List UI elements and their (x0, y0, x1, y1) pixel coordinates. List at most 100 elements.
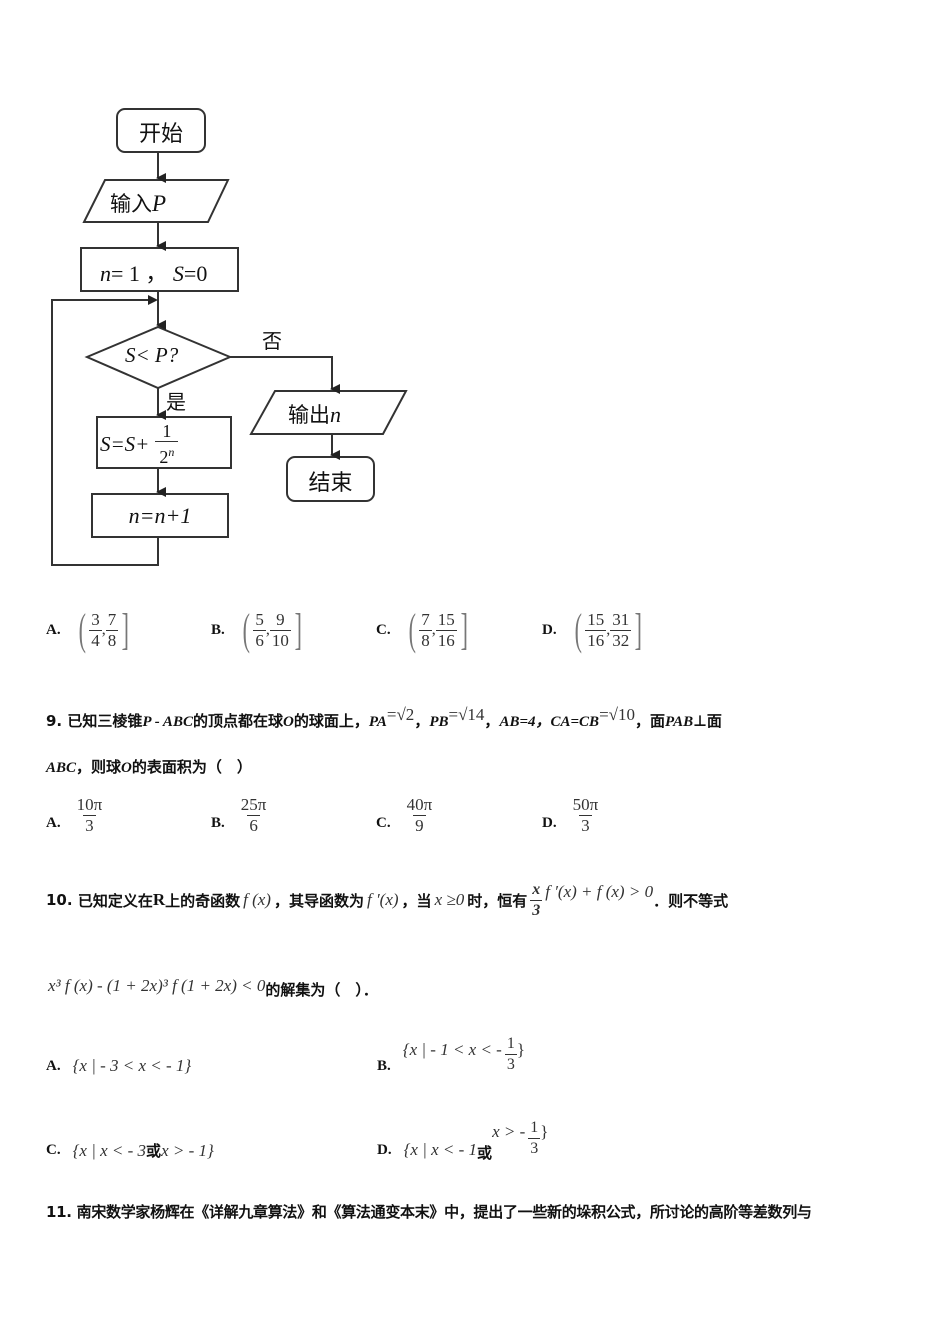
frac-den: 3 (530, 899, 543, 919)
update-s-num: 1 (162, 421, 172, 441)
flowchart-init: n= 1 ， S=0 (100, 256, 207, 288)
q10-text: ，当 (401, 891, 432, 910)
frac-num: 15 (587, 609, 605, 629)
frac-num: 31 (612, 609, 630, 629)
flowchart (51, 108, 408, 566)
option-label: B. (211, 621, 225, 638)
frac-num: 3 (91, 609, 100, 629)
q9-o: O (121, 760, 132, 776)
frac-num: 50π (572, 795, 599, 814)
q9-pb-value: =√14 (448, 705, 485, 724)
q10-inequality: x³ f (x) - (1 + 2x)³ f (1 + 2x) < 0 (48, 976, 266, 995)
q10-option-c[interactable]: C. {x | x < - 3 或 x > - 1} (46, 1140, 214, 1161)
flowchart-update-n: n=n+1 (128, 503, 192, 528)
frac-num: 9 (276, 609, 285, 629)
option-label: D. (542, 815, 557, 831)
q9-abc: ABC (46, 760, 77, 776)
q10-text: 已知定义在 (77, 891, 153, 910)
frac-num: 1 (530, 1119, 539, 1136)
q9-pab: PAB (665, 714, 694, 730)
frac-den: 6 (247, 815, 260, 835)
q10-number: 10. (46, 891, 73, 909)
option-value: } (516, 1040, 526, 1059)
q9-stem-line2: ABC，则球O的表面积为（ ） (46, 756, 252, 777)
frac-den: 3 (528, 1138, 541, 1157)
option-or: 或 (146, 1142, 162, 1160)
update-s-exp: n (168, 445, 175, 459)
update-s-lhs: S=S+ (100, 431, 150, 456)
frac-den: 10 (269, 629, 291, 650)
option-label: D. (377, 1142, 392, 1158)
output-var: n (330, 402, 341, 427)
q10-cond: x ≥0 (434, 890, 465, 909)
q9-text: 的顶点都在球 (192, 712, 283, 730)
frac-num: 5 (255, 609, 264, 629)
option-label: B. (211, 815, 225, 831)
q10-text: ，其导函数为 (273, 891, 364, 910)
q10-text: ．则不等式 (653, 891, 729, 910)
frac-num: 1 (506, 1035, 515, 1052)
init-n: n (100, 261, 111, 286)
frac-num: 10π (76, 795, 103, 814)
q9-sep: ， (484, 712, 500, 730)
option-value: } (540, 1122, 549, 1141)
flowchart-condition: S< P? (125, 343, 178, 368)
q9-text: 已知三棱锥 (67, 712, 143, 730)
frac-den: 9 (413, 815, 426, 835)
frac-den: 6 (253, 629, 266, 650)
frac-num: 7 (107, 609, 117, 629)
q10-fpx: f ′(x) (366, 890, 399, 909)
q9-text: 的球面上， (293, 712, 369, 730)
option-value: x > - (492, 1122, 526, 1141)
q9-text: 面 (706, 712, 722, 730)
frac-num: 25π (240, 795, 267, 814)
option-value: {x | x < - 3 (72, 1140, 147, 1160)
frac-den: 16 (585, 629, 607, 650)
q10-option-a[interactable]: A. {x | - 3 < x < - 1} (46, 1056, 191, 1076)
q10-stem-line2: x³ f (x) - (1 + 2x)³ f (1 + 2x) < 0 的解集为… (48, 976, 378, 1000)
option-label: C. (376, 815, 391, 831)
option-label: C. (46, 1142, 61, 1158)
frac-den: 32 (610, 629, 632, 650)
option-label: D. (542, 621, 557, 638)
input-var: P (152, 191, 167, 216)
q9-cacb: CA=CB (550, 714, 600, 730)
q10-expr: f ′(x) + f (x) > 0 (545, 882, 654, 901)
init-eq2: =0 (183, 261, 208, 286)
option-label: C. (376, 621, 391, 638)
q9-text: 面 (650, 712, 666, 730)
flowchart-end: 结束 (308, 471, 353, 496)
option-label: B. (377, 1058, 391, 1074)
frac-num: 15 (437, 609, 455, 629)
frac-num: 7 (421, 609, 430, 629)
input-label: 输入 (110, 192, 152, 216)
frac-den: 8 (419, 629, 432, 650)
flowchart-start: 开始 (138, 122, 183, 147)
q10-text: 的解集为（ ）． (265, 981, 378, 999)
q11-stem: 11. 南宋数学家杨辉在《详解九章算法》和《算法通变本末》中，提出了一些新的垛积… (46, 1201, 812, 1222)
q9-pa: PA (368, 714, 387, 730)
q9-sep: ， (635, 712, 651, 730)
option-label: A. (46, 815, 61, 831)
q9-o: O (282, 714, 294, 730)
frac-den: 3 (504, 1054, 517, 1073)
q9-pabc: P - ABC (142, 714, 193, 730)
q10-text: 时，恒有 (467, 891, 528, 910)
q9-text: ，则球 (76, 758, 122, 776)
frac-den: 3 (579, 815, 592, 835)
q10-r: R (152, 890, 166, 909)
frac-den: 8 (105, 629, 119, 650)
q9-number: 9. (46, 712, 63, 730)
